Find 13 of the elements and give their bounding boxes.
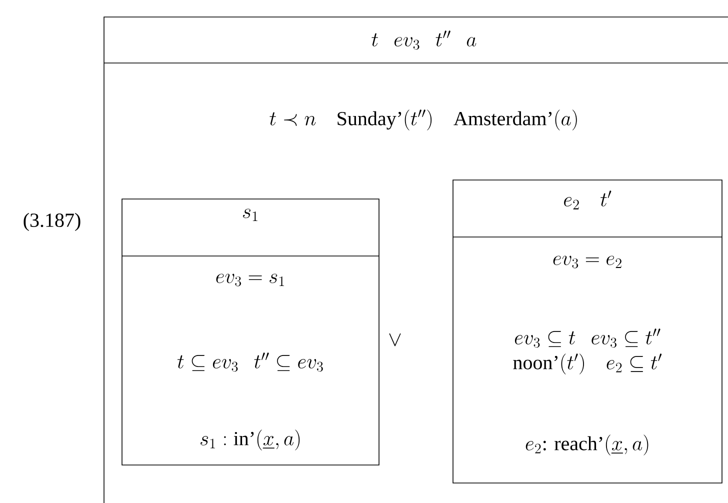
condition: $ev_3 \subseteq t\ \ \ ev_3 \subseteq t''$ — [514, 328, 660, 348]
condition: $\text{noon'}(t') \quad e_2 \subseteq t'$ — [513, 354, 662, 374]
discourse-referents: $e_2 \quad t'$ — [564, 190, 612, 210]
condition: $s_1 : \text{in'}(\underline{x}, a)$ — [200, 430, 300, 450]
condition: $e_2\text{: reach'}(\underline{x}, a)$ — [526, 434, 648, 456]
condition: $t \prec n \quad \text{Sunday'}(t'') \quad \text{Amsterdam'}(a)$ — [270, 110, 577, 130]
disjunction-symbol: $\vee$ — [389, 333, 401, 346]
condition: $t \subseteq ev_3\ \ \ t'' \subseteq ev_3$ — [177, 352, 323, 372]
equation-number: (3.187) — [24, 212, 80, 232]
discourse-referents: $t\ \ \ ev_3\ \ \ t''\ \ \ a$ — [372, 30, 476, 50]
condition: $ev_3 = s_1$ — [216, 274, 284, 286]
condition: $ev_3 = e_2$ — [553, 256, 622, 268]
discourse-referents: $s_1$ — [243, 208, 258, 222]
